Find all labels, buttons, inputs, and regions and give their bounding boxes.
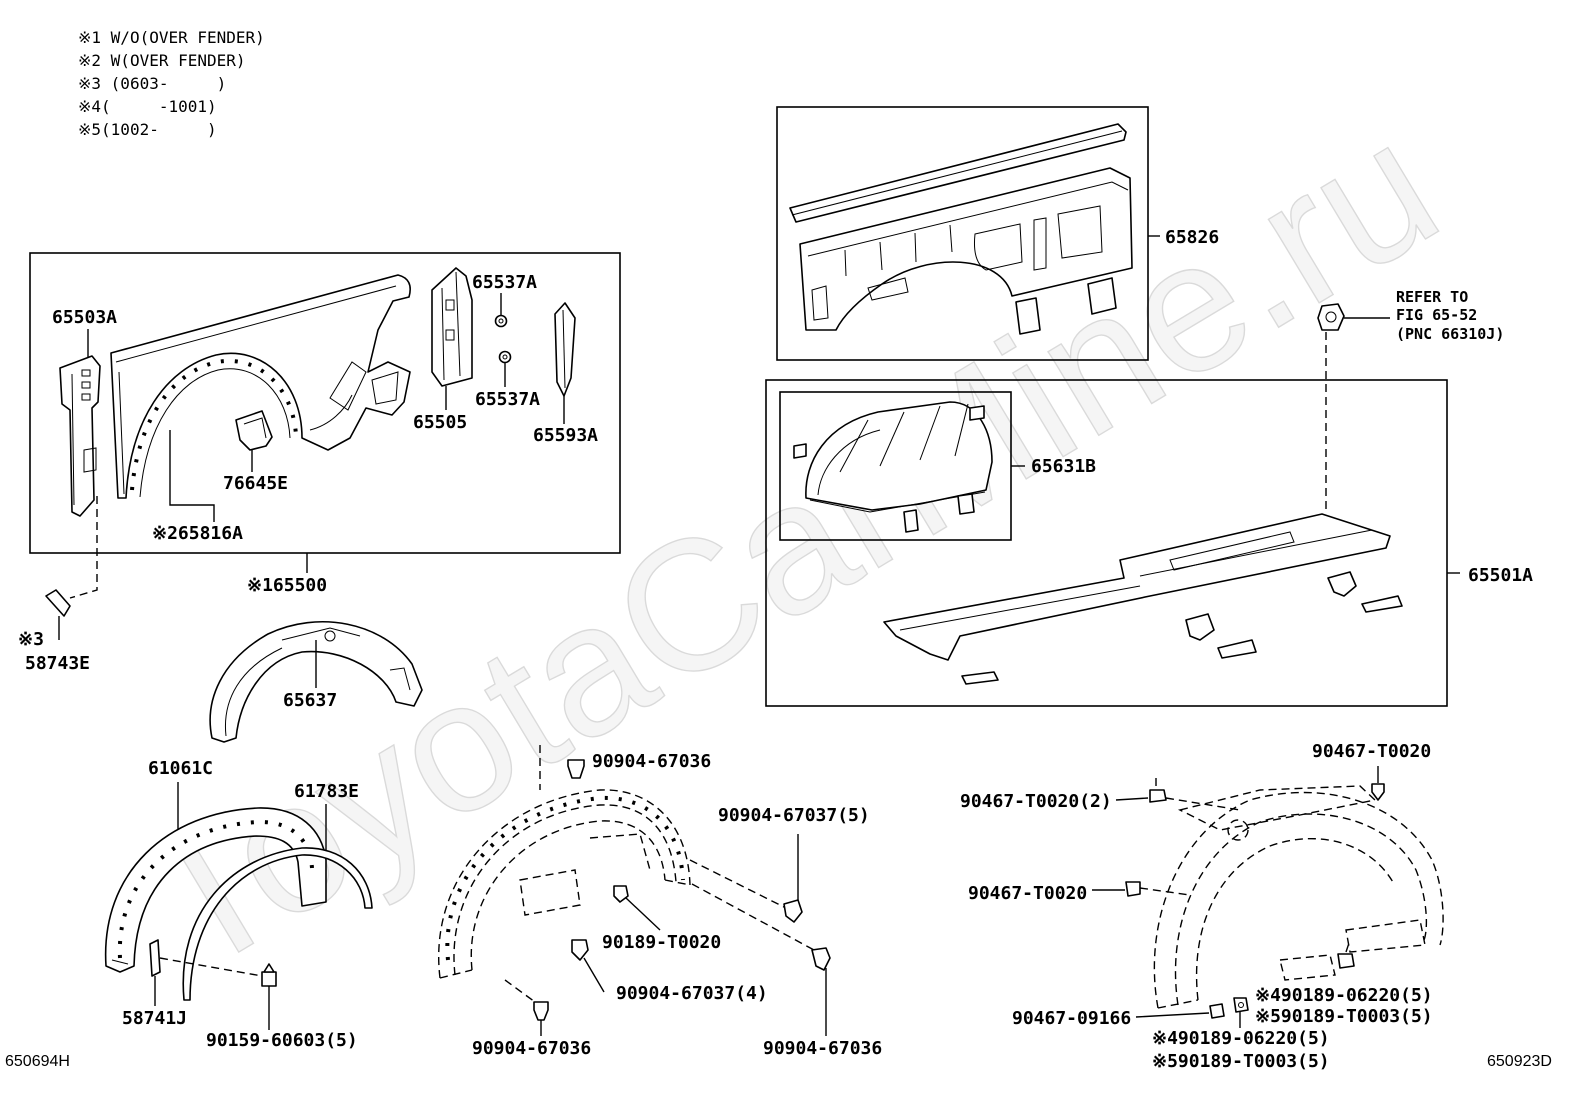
part-65501A-drawing — [883, 513, 1403, 685]
side-panel-box — [776, 106, 1149, 361]
dashed-line-90467-T0020-2 — [1155, 778, 1241, 811]
part-61783E-drawing — [182, 847, 373, 1001]
dashed-line-90189-06220 — [1345, 939, 1351, 953]
refer-bolt-drawing — [1317, 303, 1345, 331]
label-90904-67036-bottom-right: 90904-67036 — [763, 1038, 882, 1059]
part-58741J-drawing — [149, 939, 161, 977]
part-90904-67036-bottom-right-clip-drawing — [811, 947, 831, 971]
dashed-line-90904-67036-bottom-right — [691, 883, 815, 951]
label-90189-06220-left: ※490189-06220(5) — [1152, 1028, 1330, 1049]
refer-text-line2: FIG 65-52 — [1396, 306, 1477, 324]
label-90467-09166: 90467-09166 — [1012, 1008, 1131, 1029]
label-90904-67036-bottom-left: 90904-67036 — [472, 1038, 591, 1059]
refer-text-line3: (PNC 66310J) — [1396, 325, 1504, 343]
label-90467-T0020-2: 90467-T0020(2) — [960, 791, 1112, 812]
note-5: ※5(1002- ) — [78, 120, 217, 139]
leader-line-90467-09166 — [1135, 1012, 1210, 1018]
label-90904-67037-4: 90904-67037(4) — [616, 983, 768, 1004]
part-90904-67036-bottom-left-clip-drawing — [533, 1001, 549, 1021]
figure-code-left: 650694H — [5, 1053, 70, 1070]
leader-line-90904-67037-4 — [583, 957, 605, 993]
part-90467-T0020-top-clip-drawing — [1371, 783, 1385, 801]
part-65537A-lower-nut-drawing — [498, 350, 512, 364]
part-61061C-drawing — [104, 807, 327, 973]
part-90904-67036-top-clip-drawing — [567, 759, 585, 779]
part-65537A-upper-nut-drawing — [494, 314, 508, 328]
dashed-line-58743E — [69, 496, 98, 599]
notes-legend: ※1 W/O(OVER FENDER) ※2 W(OVER FENDER) ※3… — [78, 28, 265, 139]
label-61783E: 61783E — [294, 781, 359, 802]
figure-code-right: 650923D — [1487, 1053, 1552, 1070]
label-90467-T0020-mid: 90467-T0020 — [968, 883, 1087, 904]
leader-line-90467-T0020-2 — [1115, 797, 1149, 801]
note-3: ※3 (0603- ) — [78, 74, 226, 93]
part-65631B-drawing — [793, 401, 993, 533]
dashed-line-90159 — [159, 957, 263, 977]
rear-liner-phantom-drawing — [1153, 785, 1444, 1009]
label-90189-06220-right: ※490189-06220(5) — [1255, 985, 1433, 1006]
label-61061C: 61061C — [148, 758, 213, 779]
part-65503A-drawing — [59, 355, 101, 517]
part-90189-06220-clip-drawing — [1337, 953, 1355, 969]
part-65593A-drawing — [554, 302, 576, 397]
label-90189-T0003-right: ※590189-T0003(5) — [1255, 1006, 1433, 1027]
dashed-line-90904-67036-bottom-left — [504, 979, 536, 1003]
floor-group-box — [765, 379, 1448, 707]
note-4: ※4( -1001) — [78, 97, 217, 116]
label-65505: 65505 — [413, 412, 467, 433]
leader-line-65816A — [169, 430, 215, 522]
part-90467-09166-clip-drawing — [1209, 1003, 1225, 1019]
part-90467-T0020-mid-clip-drawing — [1125, 881, 1141, 897]
label-65593A: 65593A — [533, 425, 598, 446]
part-58743E-drawing — [45, 589, 71, 617]
label-90904-67036-top: 90904-67036 — [592, 751, 711, 772]
label-90904-67037-5: 90904-67037(5) — [718, 805, 870, 826]
label-58741J: 58741J — [122, 1008, 187, 1029]
fender-liner-phantom-drawing — [438, 789, 691, 979]
part-90159-clip-drawing — [261, 963, 277, 987]
part-65637-drawing — [209, 620, 423, 743]
label-65826: 65826 — [1165, 227, 1219, 248]
label-58743E-note: ※3 — [18, 629, 44, 650]
part-90189-T0020-clip-drawing — [613, 885, 629, 903]
refer-text-line1: REFER TO — [1396, 288, 1468, 306]
label-58743E: 58743E — [25, 653, 90, 674]
fender-panel-drawing — [110, 274, 411, 499]
part-90904-67037-4-clip-drawing — [571, 939, 589, 961]
note-1: ※1 W/O(OVER FENDER) — [78, 28, 265, 47]
label-65637: 65637 — [283, 690, 337, 711]
label-65503A: 65503A — [52, 307, 117, 328]
label-65537A-upper: 65537A — [472, 272, 537, 293]
label-90189-T0003-left: ※590189-T0003(5) — [1152, 1051, 1330, 1072]
front-fender-group-box — [29, 252, 621, 554]
part-90467-T0020-2-clip-drawing — [1149, 789, 1167, 803]
label-76645E: 76645E — [223, 473, 288, 494]
label-90189-T0020: 90189-T0020 — [602, 932, 721, 953]
label-65500: ※165500 — [247, 575, 327, 596]
label-65631B: 65631B — [1031, 456, 1096, 477]
part-76645E-drawing — [235, 410, 273, 451]
dashed-line-90904-67037-5 — [689, 859, 787, 909]
label-65501A: 65501A — [1468, 565, 1533, 586]
label-90159-60603: 90159-60603(5) — [206, 1030, 358, 1051]
label-65537A-lower: 65537A — [475, 389, 540, 410]
leader-line-90189-T0020 — [625, 897, 661, 931]
dashed-line-90467-T0020-mid — [1139, 887, 1191, 896]
part-65826-drawing — [789, 123, 1133, 335]
part-65505-drawing — [431, 267, 473, 387]
part-90189-T0003-clip-drawing — [1233, 997, 1249, 1013]
label-65816A: ※265816A — [152, 523, 243, 544]
part-90904-67037-5-clip-drawing — [783, 899, 803, 923]
label-90467-T0020-top: 90467-T0020 — [1312, 741, 1431, 762]
note-2: ※2 W(OVER FENDER) — [78, 51, 246, 70]
